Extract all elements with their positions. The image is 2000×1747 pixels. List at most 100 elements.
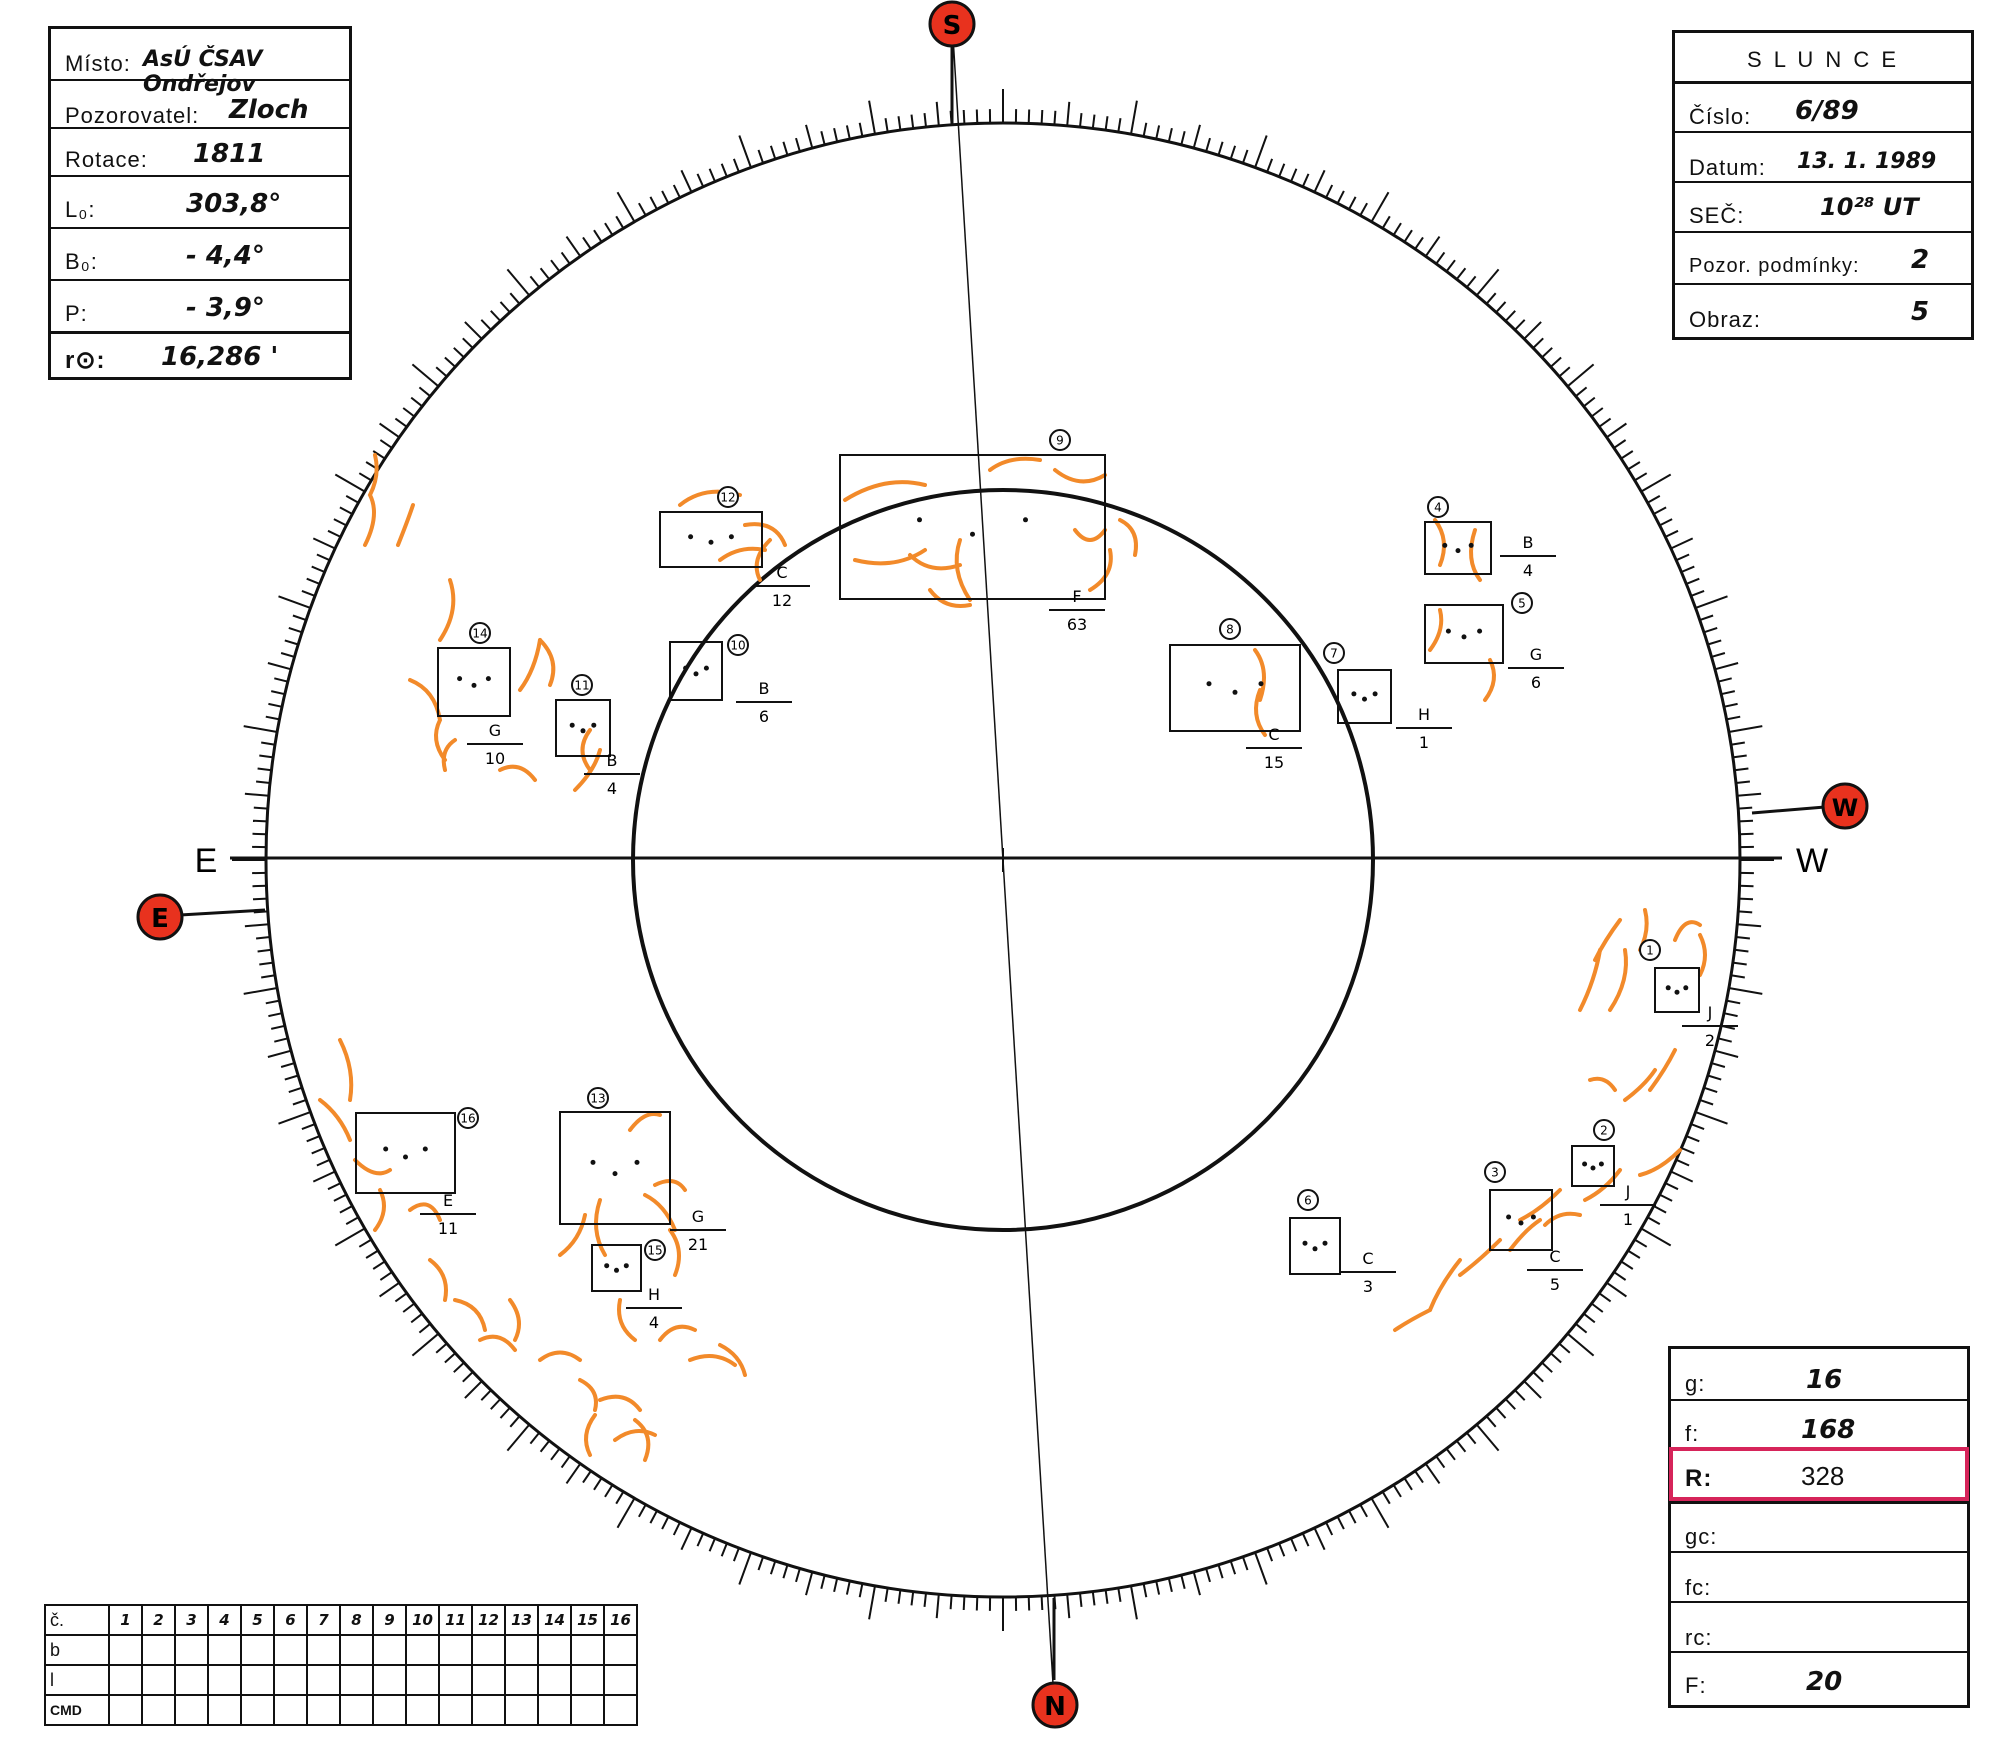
group-number: 10 (730, 639, 745, 653)
spot-dot (1322, 1240, 1328, 1246)
table-cell (438, 1694, 473, 1726)
axis-label-e: E (195, 842, 218, 880)
facula-stroke (853, 548, 927, 566)
facula-stroke (584, 1413, 597, 1457)
spot-dot (1445, 628, 1451, 634)
group-box (659, 511, 763, 568)
spot-dot (1302, 1240, 1308, 1246)
group-number: 12 (720, 491, 735, 505)
group-type: H (1418, 705, 1430, 724)
group-number: 3 (1491, 1166, 1499, 1180)
row-label: č. (44, 1604, 110, 1636)
table-cell (108, 1634, 143, 1666)
group-box (1289, 1217, 1341, 1275)
facula-stroke (353, 1158, 392, 1176)
table-cell (240, 1664, 275, 1696)
facula-stroke (954, 538, 972, 602)
facula-stroke (1673, 920, 1702, 942)
facula-stroke (1053, 468, 1107, 484)
row-rotace: Rotace: 1811 (51, 127, 349, 177)
facula-stroke (428, 1258, 448, 1302)
svg-text:N: N (1044, 1692, 1066, 1722)
table-cell (273, 1634, 308, 1666)
spot-dot (634, 1159, 640, 1165)
spot-dot (1232, 689, 1238, 695)
facula-stroke (538, 638, 556, 687)
row-g: g: 16 (1685, 1365, 1843, 1396)
facula-stroke (1578, 948, 1602, 1012)
table-cell (570, 1634, 605, 1666)
table-cell (372, 1694, 407, 1726)
table-cell (438, 1634, 473, 1666)
table-cell (570, 1694, 605, 1726)
facula-stroke (1638, 1148, 1682, 1177)
group-type: C (1268, 725, 1279, 744)
spot-dot (612, 1171, 618, 1177)
facula-stroke (338, 1038, 354, 1102)
table-cell (174, 1634, 209, 1666)
spot-dot (1258, 681, 1264, 687)
group-box (1337, 669, 1392, 724)
facula-stroke (843, 480, 927, 502)
facula-stroke (598, 1394, 642, 1412)
row-rc: rc: (1671, 1601, 1967, 1653)
group-number-circle (1593, 1119, 1615, 1141)
group-count: 5 (1550, 1275, 1560, 1294)
facula-stroke (1483, 658, 1496, 702)
group-type: B (759, 679, 770, 698)
table-cell (207, 1664, 242, 1696)
row-sec: SEČ: 10²⁸ UT (1675, 181, 1971, 233)
table-cell (306, 1634, 341, 1666)
table-cell (372, 1664, 407, 1696)
spot-dot (1598, 1161, 1604, 1167)
sunspot-group-7: 7H1 (1323, 642, 1452, 752)
facula-stroke (1088, 548, 1113, 592)
sunspot-group-5: 5G6 (1424, 592, 1564, 692)
spot-dot (1665, 985, 1671, 991)
row-F: F: 20 (1671, 1651, 1967, 1707)
group-index-cell: 6 (273, 1604, 308, 1636)
facula-stroke (373, 1188, 386, 1232)
table-row: l (44, 1664, 638, 1696)
table-cell (504, 1694, 539, 1726)
slunce-info-box: S L U N C E Číslo: 6/89 Datum: 13. 1. 19… (1672, 30, 1974, 340)
row-r-sun: r⊙: 16,286 ' (51, 331, 349, 380)
table-cell (273, 1664, 308, 1696)
sunspot-group-4: 4B4 (1424, 496, 1556, 580)
row-pozorovatel: Pozorovatel: Zloch (51, 79, 349, 129)
group-index-cell: 15 (570, 1604, 605, 1636)
facula-stroke (743, 522, 787, 547)
spot-dot (1023, 517, 1028, 523)
sunspot-group-10: 10B 6 (669, 634, 792, 726)
group-number-circle (571, 674, 593, 696)
spot-dot (471, 682, 477, 688)
facula-stroke (658, 1324, 697, 1342)
group-index-cell: 2 (141, 1604, 176, 1636)
group-number-circle (1511, 592, 1533, 614)
group-type: C (1549, 1247, 1560, 1266)
facula-stroke (1518, 1188, 1562, 1222)
facula-stroke (573, 748, 602, 792)
table-cell (405, 1694, 440, 1726)
group-number-circle (717, 486, 739, 508)
spot-dot (693, 671, 699, 677)
facula-stroke (1543, 1211, 1582, 1227)
table-cell (537, 1664, 572, 1696)
spot-dot (1312, 1246, 1318, 1252)
group-number-circle (469, 622, 491, 644)
facula-stroke (1608, 948, 1628, 1012)
table-cell (207, 1694, 242, 1726)
spot-dot (422, 1146, 428, 1152)
group-type: J (1707, 1003, 1713, 1022)
group-number: 16 (460, 1112, 475, 1126)
spot-dot (1582, 1161, 1588, 1167)
group-type: F (1072, 587, 1081, 606)
facula-stroke (1623, 1068, 1657, 1102)
compass-marker-w: W (1821, 782, 1869, 830)
group-count: 6 (759, 707, 769, 726)
